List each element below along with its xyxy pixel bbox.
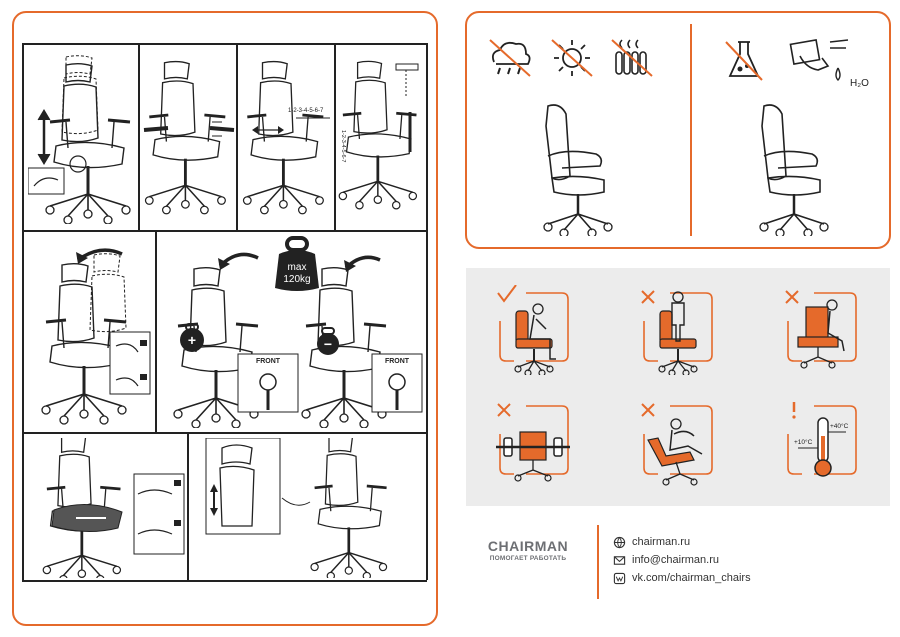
contact-website[interactable]: chairman.ru [613,534,690,550]
tension-plus-sign: + [188,332,196,348]
armrest-depth-illustration: 1-2-3-4-5-6-7 [242,60,330,216]
no-kneeling-tile [785,290,857,369]
vk-icon [613,572,626,584]
exec-chair-illustration [542,103,614,236]
exec-chair-illustration [758,103,830,236]
globe-icon [613,536,626,548]
max-weight-badge: max 120kg [275,236,319,291]
weight-label-value: 120kg [283,274,310,285]
no-sun-icon [551,39,593,77]
grid-line [22,43,427,45]
contact-website-text: chairman.ru [632,536,691,548]
armrest-position-numbers: 1-2-3-4-5-6-7 [288,108,324,114]
grid-line [236,43,238,231]
grid-line [155,230,157,433]
grid-line [22,43,24,580]
temperature-range-tile: +40°C +10°C [787,402,857,477]
seat-height-illustration [28,55,132,224]
no-rocking-tile [641,403,713,486]
water-formula: H₂O [850,78,869,89]
grid-line [187,432,189,581]
tension-decrease-illustration: − FRONT [300,255,423,428]
adjustment-instructions-panel [12,11,438,626]
front-label: FRONT [256,358,281,365]
grid-line [22,432,427,434]
contact-vk-text: vk.com/chairman_chairs [632,572,751,584]
brand-logo: CHAIRMAN ПОМОГАЕТ РАБОТАТЬ [478,538,578,562]
grid-line [22,580,427,582]
tension-increase-illustration: + FRONT [172,252,299,428]
grid-line [334,43,336,231]
headrest-adjustment-illustration [205,438,388,578]
environment-warnings-panel [465,11,891,249]
divider [690,24,692,236]
no-heavy-load-tile [496,403,570,482]
seat-depth-illustration [41,438,185,578]
brand-name: CHAIRMAN [487,538,569,554]
contact-vk[interactable]: vk.com/chairman_chairs [613,570,751,586]
no-standing-tile [641,290,713,375]
grid-line [426,43,428,580]
temp-low-label: +10°C [794,438,813,446]
armrest-height-numbers: 1-2-3-4-5-6-7 [340,130,346,162]
damp-cleaning-icon: H₂O [789,38,869,89]
front-label: FRONT [385,358,410,365]
mail-icon [613,555,626,565]
correct-sitting-tile [497,285,569,375]
armrest-height-illustration: 1-2-3-4-5-6-7 [337,60,419,211]
contact-email-text: info@chairman.ru [632,554,719,566]
brand-tagline: ПОМОГАЕТ РАБОТАТЬ [489,555,567,562]
grid-line [138,43,140,231]
no-chemicals-icon [725,41,763,81]
temp-high-label: +40°C [830,422,849,430]
grid-line [22,230,427,232]
brand-divider [597,525,599,599]
no-heater-icon [611,39,653,77]
backrest-tilt-illustration [40,248,151,426]
no-rain-icon [489,39,531,77]
armrest-width-illustration [143,60,235,216]
contact-email[interactable]: info@chairman.ru [613,552,719,568]
weight-label-max: max [288,262,307,273]
tension-minus-sign: − [324,336,332,352]
